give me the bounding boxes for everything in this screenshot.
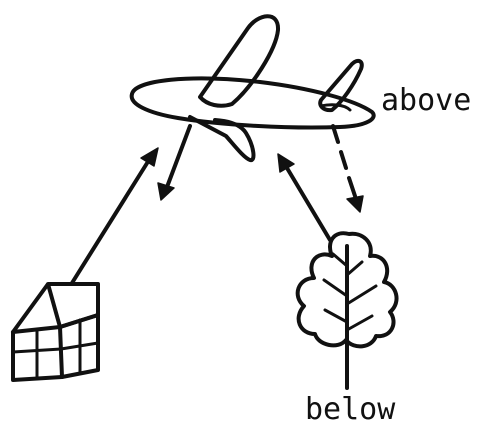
arrow-plane-to-right [333, 126, 363, 212]
house-roof [13, 284, 98, 332]
tree-veins [324, 254, 376, 330]
house-icon [13, 284, 98, 380]
arrow-house-to-plane [72, 148, 158, 283]
label-above: above [381, 86, 471, 116]
arrow-plane-to-left [158, 126, 190, 200]
tree-icon [298, 233, 397, 388]
airplane-upper-wing [200, 16, 278, 106]
label-below: below [305, 395, 395, 425]
arrow-tree-to-plane [278, 154, 330, 240]
